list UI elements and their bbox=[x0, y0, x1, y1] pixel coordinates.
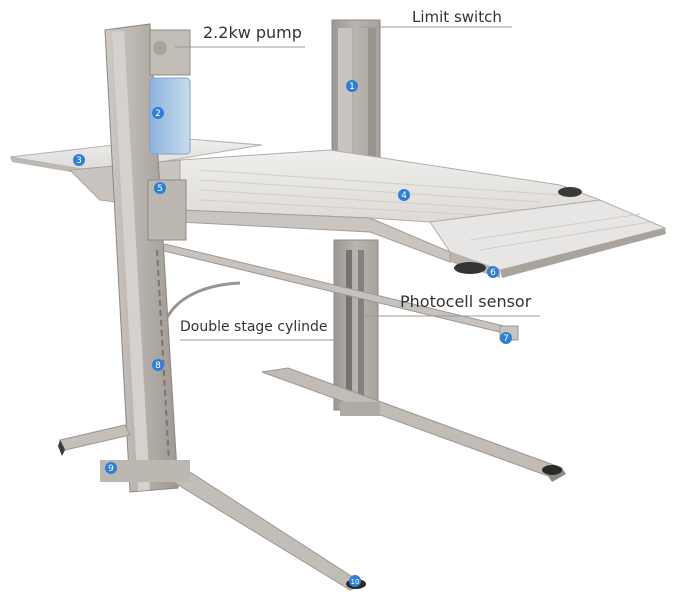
marker-dot bbox=[500, 332, 512, 344]
number-markers: 1 2 3 4 5 6 7 8 9 10 bbox=[73, 80, 512, 587]
marker-dot bbox=[487, 266, 499, 278]
marker-dot bbox=[349, 575, 361, 587]
photocell-sensor-label: Photocell sensor bbox=[400, 292, 532, 311]
limit-switch-label: Limit switch bbox=[412, 8, 502, 26]
marker-7: 7 bbox=[500, 332, 512, 344]
right-base-arm bbox=[261, 367, 566, 482]
marker-number: 8 bbox=[155, 361, 161, 371]
marker-dot bbox=[346, 80, 358, 92]
left-post bbox=[104, 23, 187, 493]
right-post bbox=[331, 19, 381, 411]
left-base-arm bbox=[58, 424, 367, 591]
marker-8: 8 bbox=[152, 359, 164, 371]
marker-dot bbox=[73, 154, 85, 166]
marker-dot bbox=[152, 359, 164, 371]
marker-5: 5 bbox=[154, 182, 166, 194]
marker-2: 2 bbox=[152, 107, 164, 119]
pump-label: 2.2kw pump bbox=[203, 23, 302, 42]
marker-number: 7 bbox=[503, 334, 509, 344]
marker-number: 9 bbox=[108, 464, 114, 474]
marker-4: 4 bbox=[398, 189, 410, 201]
marker-number: 4 bbox=[401, 191, 407, 201]
marker-1: 1 bbox=[346, 80, 358, 92]
leader-lines bbox=[175, 26, 540, 341]
marker-number: 6 bbox=[490, 268, 496, 278]
marker-dot bbox=[398, 189, 410, 201]
marker-number: 10 bbox=[351, 578, 360, 586]
marker-3: 3 bbox=[73, 154, 85, 166]
marker-number: 1 bbox=[349, 82, 355, 92]
marker-number: 3 bbox=[76, 156, 82, 166]
marker-9: 9 bbox=[105, 462, 117, 474]
marker-dot bbox=[105, 462, 117, 474]
marker-6: 6 bbox=[487, 266, 499, 278]
marker-number: 5 bbox=[157, 184, 163, 194]
marker-dot bbox=[152, 107, 164, 119]
marker-dot bbox=[154, 182, 166, 194]
pump-unit bbox=[149, 29, 191, 155]
double-stage-cylinder-label: Double stage cylinde bbox=[180, 319, 328, 335]
marker-number: 2 bbox=[155, 109, 161, 119]
marker-10: 10 bbox=[349, 575, 361, 587]
